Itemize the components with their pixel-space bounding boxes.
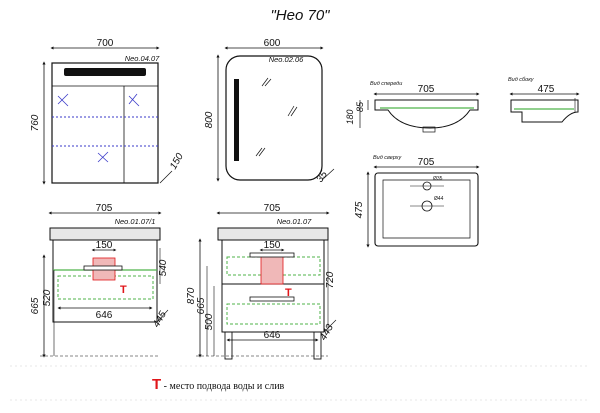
vanity2-top-width: 705 — [264, 203, 281, 214]
basin-side-view: Вид сбоку 475 — [508, 77, 580, 123]
basin-front-width: 705 — [418, 84, 435, 95]
basin-top-view: Вид сверху 705 Ø35 Ø44 475 — [354, 155, 480, 248]
cabinet-height: 760 — [30, 114, 41, 131]
mirror: 600 Neo.02.06 800 35 — [204, 38, 335, 185]
legend: T - место подвода воды и слив — [152, 376, 284, 393]
glass-reflection-icon — [255, 77, 298, 157]
cabinet-led-bar — [64, 68, 146, 76]
basin-top-label: Вид сверху — [373, 155, 402, 161]
vanity1-inner-width: 646 — [96, 310, 113, 321]
mirror-code: Neo.02.06 — [269, 55, 304, 64]
vanity1-total-height: 665 — [30, 297, 41, 314]
mirror-width: 600 — [264, 38, 281, 49]
cabinet-depth: 150 — [168, 151, 186, 171]
basin-drain-note: Ø44 — [434, 196, 444, 202]
legend-text: - место подвода воды и слив — [161, 381, 285, 392]
legend-symbol: T — [152, 376, 162, 393]
wall-cabinet: 700 Neo.04.07 760 150 — [30, 38, 186, 185]
vanity2-total-height: 870 — [186, 287, 197, 304]
basin-front-view: Вид спереди 705 85 180 — [345, 81, 480, 133]
cabinet-width: 700 — [97, 38, 114, 49]
basin-top-width: 705 — [418, 157, 435, 168]
vanity1-drawer-height: 540 — [158, 259, 169, 276]
vanity1-depth: 445 — [151, 309, 169, 329]
mirror-depth: 35 — [314, 169, 330, 185]
basin-front-height: 180 — [345, 109, 355, 124]
vanity-two-drawer: 705 Neo.01.07 150 T 646 720 443 870 665 — [186, 203, 337, 360]
mirror-height: 800 — [204, 111, 215, 128]
vanity2-code: Neo.01.07 — [277, 217, 312, 226]
vanity2-service-mark: T — [285, 287, 292, 299]
mirror-led-strip — [234, 79, 239, 161]
basin-side-label: Вид сбоку — [508, 77, 535, 83]
vanity1-service-mark: T — [120, 284, 127, 296]
basin-tap-note: Ø35 — [433, 176, 443, 182]
basin-side-depth: 475 — [538, 84, 555, 95]
page-title: "Нео 70" — [270, 7, 330, 24]
vanity2-inner-width: 646 — [264, 330, 281, 341]
basin-top-depth: 475 — [354, 201, 365, 218]
glass-reflection-icon — [57, 93, 140, 163]
vanity1-code: Neo.01.07/1 — [115, 217, 156, 226]
basin-front-label: Вид спереди — [370, 81, 402, 87]
vanity1-service-width: 150 — [96, 240, 113, 251]
vanity-single-drawer: 705 Neo.01.07/1 150 T 646 540 445 665 52… — [30, 203, 169, 358]
vanity2-service-width: 150 — [264, 240, 281, 251]
vanity2-lower-height: 500 — [204, 313, 215, 330]
vanity2-upper-height: 720 — [325, 271, 336, 288]
vanity1-top-width: 705 — [96, 203, 113, 214]
cabinet-code: Neo.04.07 — [125, 54, 160, 63]
vanity2-depth: 443 — [318, 322, 336, 342]
vanity2-mid-height: 665 — [196, 297, 207, 314]
vanity1-lower-height: 520 — [42, 289, 53, 306]
